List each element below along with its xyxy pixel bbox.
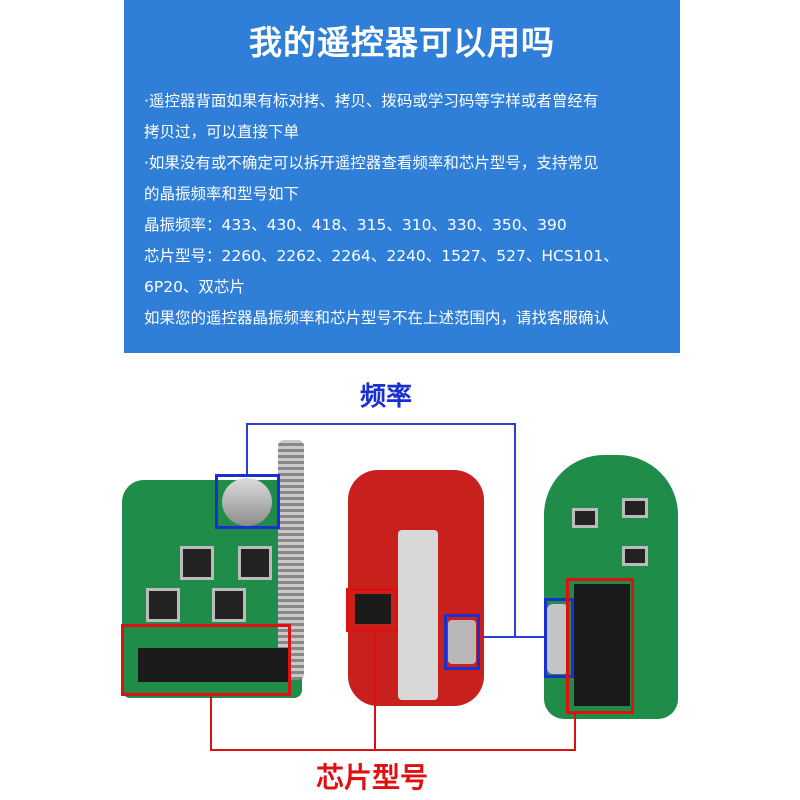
battery-slot [398, 530, 438, 700]
panel-line: ·如果没有或不确定可以拆开遥控器查看频率和芯片型号，支持常见 [144, 154, 599, 172]
panel-line: ·遥控器背面如果有标对拷、拷贝、拨码或学习码等字样或者曾经有 [144, 92, 599, 110]
frequency-connector [246, 423, 248, 475]
info-panel: 我的遥控器可以用吗 ·遥控器背面如果有标对拷、拷贝、拨码或学习码等字样或者曾经有… [124, 0, 680, 353]
tactile-button [238, 546, 272, 580]
frequency-highlight-box [444, 614, 480, 670]
panel-line: 拷贝过，可以直接下单 [144, 123, 300, 141]
chip-highlight-box [121, 624, 291, 696]
frequency-connector [246, 423, 516, 425]
chip [138, 648, 288, 682]
frequency-connector [514, 423, 516, 637]
panel-line: 晶振频率：433、430、418、315、310、330、350、390 [144, 216, 567, 234]
frequency-connector [478, 636, 546, 638]
chip-highlight-box [566, 578, 634, 714]
frequency-highlight-box [215, 474, 280, 529]
tactile-button [572, 508, 598, 528]
panel-line: 的晶振频率和型号如下 [144, 185, 300, 203]
tactile-button [180, 546, 214, 580]
tactile-button [212, 588, 246, 622]
crystal-oscillator [547, 604, 569, 674]
crystal-oscillator [448, 620, 476, 664]
panel-title: 我的遥控器可以用吗 [249, 23, 555, 62]
frequency-label: 频率 [360, 382, 413, 412]
chip-connector [210, 696, 212, 750]
chip-connector [210, 749, 576, 751]
panel-line: 如果您的遥控器晶振频率和芯片型号不在上述范围内，请找客服确认 [144, 309, 610, 327]
antenna-coil [278, 440, 304, 680]
frequency-highlight-box [544, 598, 574, 678]
chip-model-label: 芯片型号 [316, 761, 429, 794]
chip-connector [574, 712, 576, 750]
panel-line: 芯片型号：2260、2262、2264、2240、1527、527、HCS101… [144, 247, 619, 265]
dip-switch [574, 584, 630, 706]
chip [355, 594, 391, 624]
panel-line: 6P20、双芯片 [144, 278, 245, 296]
tactile-button [622, 498, 648, 518]
panel-body: ·遥控器背面如果有标对拷、拷贝、拨码或学习码等字样或者曾经有 拷贝过，可以直接下… [144, 86, 668, 334]
tactile-button [622, 546, 648, 566]
chip-highlight-box [346, 588, 398, 632]
tactile-button [146, 588, 180, 622]
crystal-oscillator [222, 478, 272, 526]
chip-connector [374, 630, 376, 750]
